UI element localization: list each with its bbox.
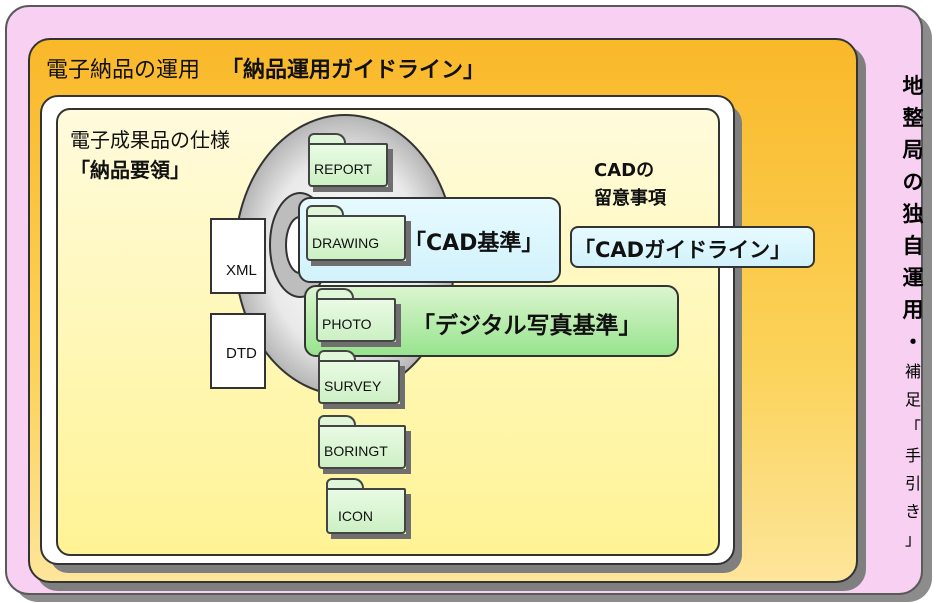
report-folder-label: REPORT <box>314 161 373 177</box>
boringt-folder-label: BORINGT <box>324 443 388 459</box>
operation-title-plain: 電子納品の運用 <box>46 58 201 83</box>
side-char: 運 <box>902 266 924 290</box>
report-folder-icon: REPORT <box>308 133 393 192</box>
photo-folder-label: PHOTO <box>322 316 372 332</box>
cad-standard-label: 「CAD基準」 <box>404 231 544 256</box>
operation-title: 電子納品の運用 「納品運用ガイドライン」 <box>46 52 485 84</box>
side-char: 自 <box>902 234 924 258</box>
icon-folder-label: ICON <box>338 508 373 524</box>
drawing-folder-label: DRAWING <box>312 235 380 251</box>
side-char-small: き <box>904 502 921 521</box>
cad-note-line1: CADの <box>594 160 655 181</box>
regional-supplement-text: 地 整 局 の 独 自 運 用 ・ 補 足 「 手 引 き 」 <box>893 70 933 554</box>
cad-guideline-label: 「CADガイドライン」 <box>574 238 792 262</box>
survey-folder-icon: SURVEY <box>318 350 405 409</box>
drawing-folder-icon: DRAWING <box>306 205 411 266</box>
side-char: の <box>902 170 924 194</box>
side-char-small: 引 <box>904 474 921 493</box>
spec-label: 電子成果品の仕様 <box>70 128 230 152</box>
cad-note-line2: 留意事項 <box>594 188 666 209</box>
side-char: 整 <box>902 106 924 130</box>
dtd-document-icon: DTD <box>210 313 266 389</box>
side-char-small: 「 <box>904 418 921 437</box>
side-char: 独 <box>902 202 924 226</box>
photo-folder-icon: PHOTO <box>316 288 401 347</box>
side-char: 局 <box>902 138 924 162</box>
xml-label: XML <box>226 262 257 279</box>
dtd-label: DTD <box>226 345 257 362</box>
side-char-small: 補 <box>904 362 921 381</box>
boringt-folder-icon: BORINGT <box>318 415 411 474</box>
side-char: ・ <box>902 330 924 354</box>
icon-folder-icon: ICON <box>326 478 411 539</box>
xml-document-icon: XML <box>210 218 266 294</box>
cad-guideline-box <box>570 226 815 268</box>
side-char-small: 足 <box>904 390 921 409</box>
side-char: 用 <box>902 298 924 322</box>
yoryo-label: 「納品要領」 <box>70 158 190 182</box>
operation-title-bold: 「納品運用ガイドライン」 <box>221 58 486 83</box>
side-char-small: 手 <box>904 446 921 465</box>
side-char: 地 <box>902 74 924 98</box>
photo-standard-label: 「デジタル写真基準」 <box>412 313 642 339</box>
survey-folder-label: SURVEY <box>324 378 382 394</box>
side-char-small: 」 <box>904 530 921 549</box>
